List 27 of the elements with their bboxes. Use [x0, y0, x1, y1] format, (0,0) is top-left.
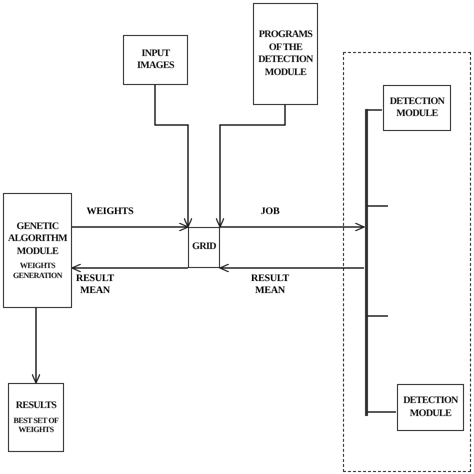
- box-title: GENETIC ALGORITHM MODULE: [6, 220, 68, 258]
- box-title: DETECTION MODULE: [402, 395, 460, 420]
- arrow: [154, 85, 193, 228]
- arrow: [72, 222, 189, 232]
- module-box: [3, 193, 72, 308]
- bus-line: [365, 109, 368, 416]
- arrow: [71, 263, 188, 273]
- module-box: [123, 35, 188, 85]
- box-subtitle: WEIGHTS GENERATION: [12, 261, 64, 280]
- box-subtitle: BEST SET OF WEIGHTS: [12, 416, 60, 435]
- arrow: [220, 222, 365, 232]
- box-title: INPUT IMAGES: [136, 48, 176, 72]
- box-title: PROGRAMS OF THE DETECTION MODULE: [257, 29, 314, 79]
- module-box: [253, 3, 318, 105]
- arrow: [215, 105, 286, 228]
- module-box: [383, 85, 451, 131]
- arrow: [219, 263, 364, 273]
- module-box: [8, 383, 64, 452]
- box-title: RESULTS: [16, 400, 56, 413]
- edge-label: RESULT MEAN: [248, 273, 292, 296]
- arrow: [31, 308, 41, 384]
- box-title: DETECTION MODULE: [388, 96, 446, 120]
- box-title: GRID: [192, 241, 216, 254]
- edge-label: RESULT MEAN: [73, 273, 117, 296]
- container-box: [343, 52, 471, 472]
- grid-box: [188, 227, 220, 268]
- module-box: [397, 384, 464, 431]
